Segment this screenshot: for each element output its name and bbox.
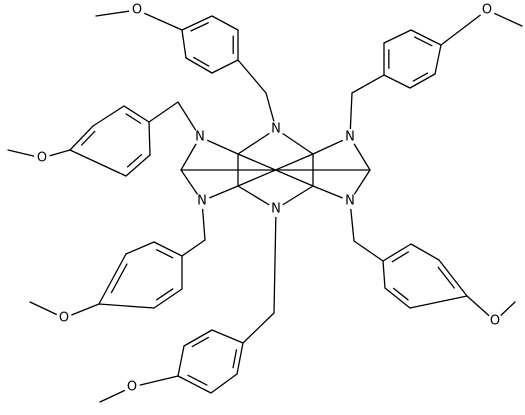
atom-background [342, 193, 358, 209]
bond-30 [237, 59, 267, 94]
atom-label-o-top: O [132, 3, 142, 18]
atom-background [479, 2, 495, 18]
ring-bond [383, 74, 411, 89]
ring-bond [434, 44, 442, 75]
ring-bond [409, 295, 468, 309]
ring-bond [211, 329, 244, 344]
bond-32 [181, 239, 206, 257]
bond-33 [242, 312, 275, 344]
atom-label-n6: N [345, 194, 355, 209]
ring-bond [181, 29, 187, 59]
atom-label-o-right: O [490, 314, 500, 329]
atom-background [192, 129, 208, 145]
ring-bond [383, 29, 412, 44]
atom-label-o-topright: O [482, 3, 492, 18]
ring-bond [69, 149, 127, 177]
ring-bond [384, 287, 411, 309]
bond-34 [353, 240, 384, 262]
ring-bond [98, 303, 155, 309]
ring-bond [210, 373, 238, 394]
double-bond-inner [125, 113, 142, 124]
ring-bond [382, 243, 412, 262]
atom-background [268, 121, 284, 137]
double-bond-inner [110, 263, 128, 294]
ring-bond [177, 375, 212, 394]
atom-background [342, 129, 358, 145]
double-bond-inner [190, 22, 209, 32]
bond-20 [273, 208, 277, 314]
bond-35 [136, 9, 183, 31]
ring-bond [382, 260, 386, 289]
ring-bond [185, 57, 213, 74]
double-bond-inner [232, 349, 238, 369]
ring-bond [123, 105, 150, 123]
ring-bond [183, 329, 213, 347]
atom-background [487, 313, 503, 329]
ring-bond [69, 125, 94, 151]
double-bond-inner [437, 266, 455, 289]
atom-background [34, 150, 50, 166]
double-bond-inner [155, 249, 174, 259]
ring-bond [153, 288, 183, 309]
double-bond-inner [392, 287, 409, 301]
ring-bond [177, 345, 185, 377]
atom-background [124, 379, 140, 395]
double-bond-inner [187, 374, 208, 386]
atom-label-o-left: O [37, 151, 47, 166]
atom-background [194, 193, 210, 209]
double-bond-inner [80, 130, 96, 146]
ring-bond [211, 15, 239, 31]
atom-label-n2: N [271, 122, 281, 137]
ring-bond [211, 59, 239, 74]
atom-labels: N N N N N N O O O O O O [34, 2, 503, 395]
double-bond-inner [193, 56, 210, 67]
ring-bond [438, 259, 468, 297]
double-bond-inner [126, 154, 143, 168]
ring-bond [153, 241, 183, 257]
atom-label-n3: N [345, 130, 355, 145]
double-bond-inner [391, 251, 410, 263]
ring-bond [410, 29, 442, 46]
atom-label-n4: N [197, 194, 207, 209]
bond-lines [7, 9, 523, 403]
atom-background [268, 201, 284, 217]
ring-bond [125, 154, 151, 177]
ring-bond [181, 15, 213, 31]
double-bond-inner [414, 36, 433, 47]
double-bond-inner [412, 72, 429, 82]
ring-bond [148, 121, 151, 156]
atom-label-o-bottom: O [127, 380, 137, 395]
ring-bond [409, 73, 436, 89]
ring-bond [92, 105, 125, 127]
bond-36 [440, 9, 488, 46]
ring-bond [236, 342, 244, 375]
ring-bond [125, 241, 155, 255]
atom-background [129, 2, 145, 18]
ring-bond [410, 243, 440, 261]
atom-label-o-bottomleft: O [59, 311, 69, 326]
bond-29 [148, 101, 179, 123]
ring-bond [98, 253, 127, 305]
bond-31 [351, 74, 385, 94]
double-bond-inner [191, 336, 209, 348]
atom-label-n1: N [195, 130, 205, 145]
atom-background [56, 310, 72, 326]
atom-label-n5: N [271, 202, 281, 217]
double-bond-inner [155, 288, 174, 301]
